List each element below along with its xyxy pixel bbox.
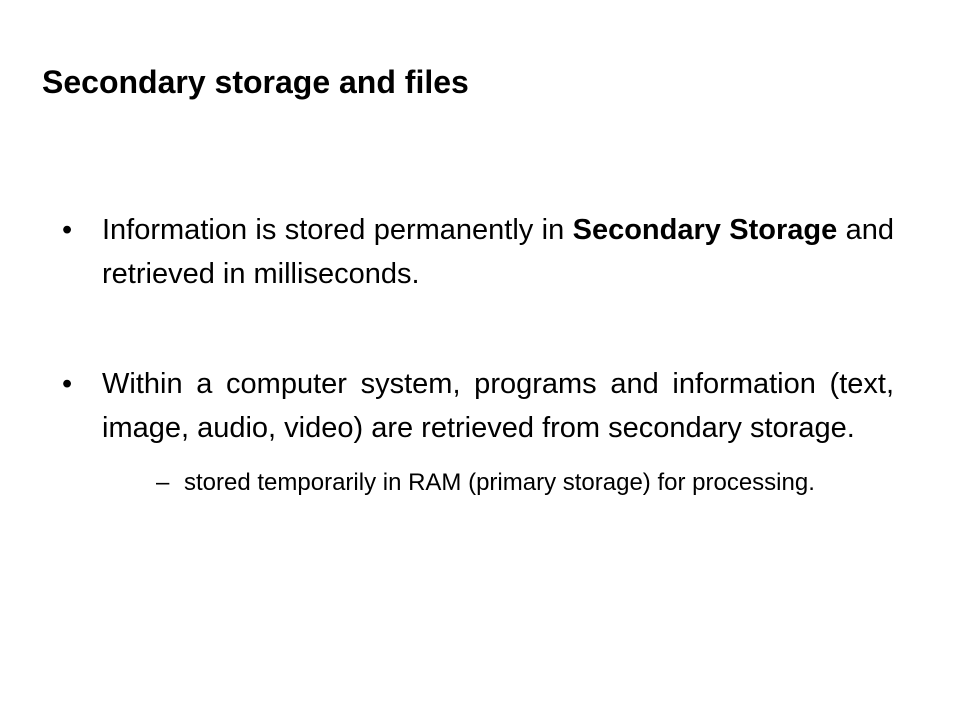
bullet-bold-term: Secondary Storage: [572, 214, 838, 246]
bullet-marker: •: [62, 214, 73, 246]
sub-bullet-marker: –: [156, 469, 170, 496]
bullet-text: Within a computer system, programs and i…: [102, 368, 894, 444]
sub-bullet-item: – stored temporarily in RAM (primary sto…: [102, 464, 894, 502]
bullet-text-part: Information is stored permanently in: [102, 214, 573, 246]
slide-title: Secondary storage and files: [42, 64, 469, 100]
bullet-list: • Information is stored permanently in S…: [62, 208, 894, 502]
bullet-item-storage: • Information is stored permanently in S…: [62, 208, 894, 296]
bullet-marker: •: [62, 368, 73, 400]
sub-bullet-text: stored temporarily in RAM (primary stora…: [184, 469, 815, 496]
bullet-text-part: and retrieved in milliseconds.: [102, 214, 894, 290]
bullet-item-retrieval: • Within a computer system, programs and…: [62, 362, 894, 502]
